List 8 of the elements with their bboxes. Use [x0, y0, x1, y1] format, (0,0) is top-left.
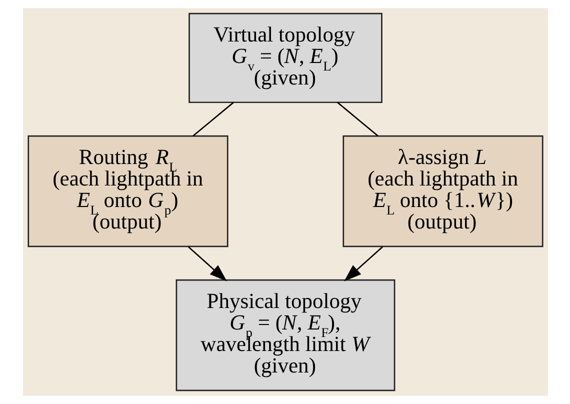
- arrow: [188, 246, 226, 282]
- node-box: λ-assign L (each lightpath in E$_{L}$ onto {1..W}) (output): [342, 135, 543, 248]
- node-box: Virtual topology G$_{v}$ = (N, E$_{L}$) (given): [188, 12, 382, 104]
- connector: [336, 102, 378, 136]
- connector: [192, 102, 234, 136]
- node-box: Physical topology G$_{p}$ = (N, E$_{F}$), wavelength limit W (given): [175, 279, 395, 392]
- node-box: Routing R$_{L}$ (each lightpath in E$_{L}$ onto G$_{p}$) (output): [27, 135, 228, 248]
- arrow: [344, 246, 382, 282]
